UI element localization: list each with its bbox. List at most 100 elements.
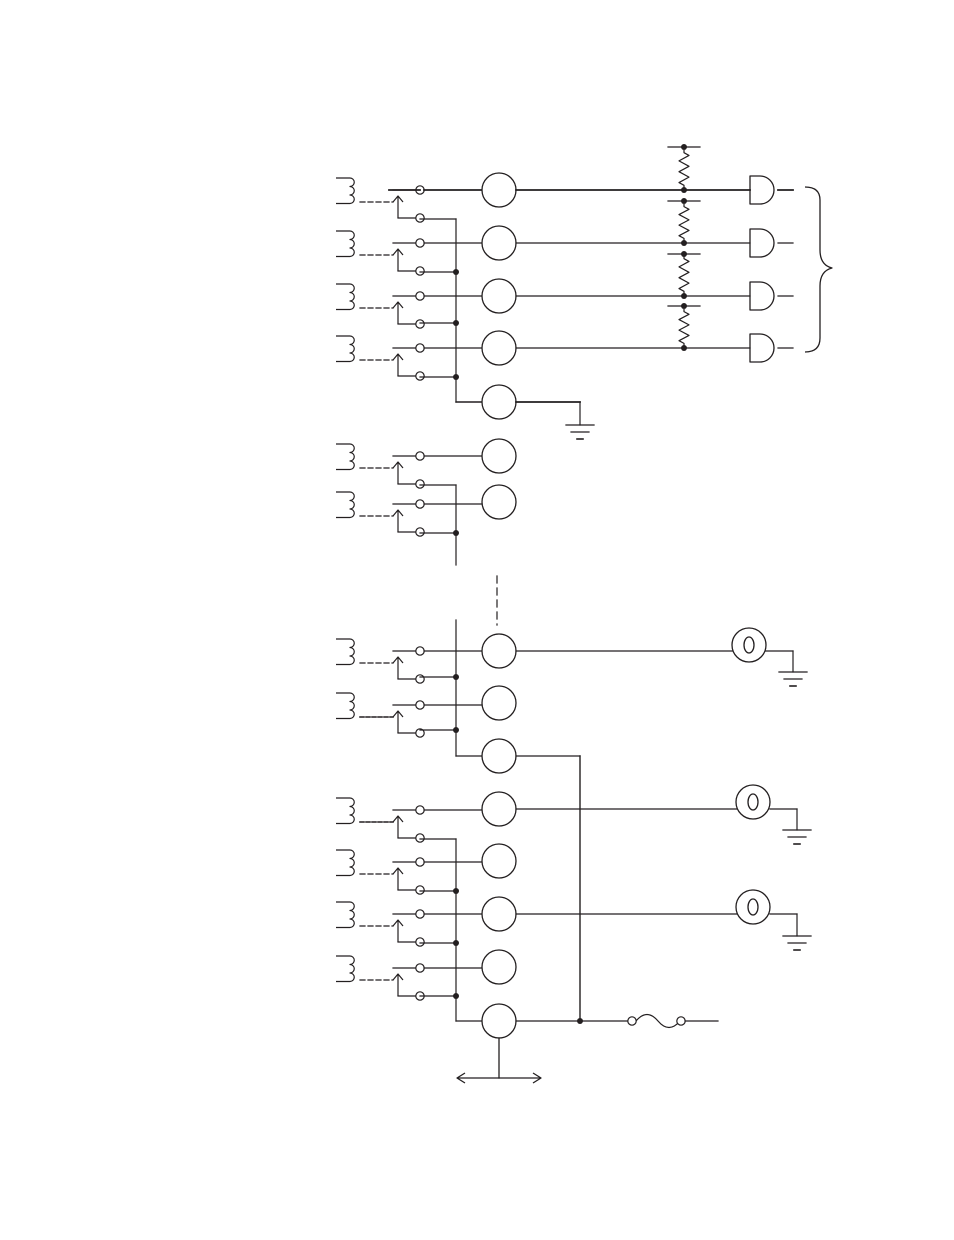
contact-terminal-closed bbox=[416, 214, 424, 222]
contact-terminal-open bbox=[416, 806, 424, 814]
terminal-circle bbox=[482, 634, 516, 668]
terminal-circle bbox=[482, 331, 516, 365]
contact-terminal-closed bbox=[416, 372, 424, 380]
gate-body bbox=[750, 229, 774, 257]
junction-dot bbox=[681, 198, 687, 204]
gate-body bbox=[750, 282, 774, 310]
fuse-symbol bbox=[628, 1015, 718, 1028]
contact-terminal-open bbox=[416, 647, 424, 655]
terminal-circle bbox=[482, 173, 516, 207]
relay-coil bbox=[336, 178, 354, 204]
contact-terminal-closed bbox=[416, 320, 424, 328]
relay-contact bbox=[336, 693, 424, 737]
terminal-circle bbox=[482, 226, 516, 260]
contact-terminal-closed bbox=[416, 267, 424, 275]
relay-coil bbox=[336, 336, 354, 362]
output-brace bbox=[805, 187, 832, 352]
contact-terminal-closed bbox=[416, 528, 424, 536]
terminal-circle bbox=[482, 739, 516, 773]
junction-dot bbox=[453, 269, 459, 275]
relay-contact bbox=[336, 902, 424, 946]
junction-dot bbox=[681, 303, 687, 309]
relay-coil bbox=[336, 284, 354, 310]
junction-dot bbox=[453, 530, 459, 536]
ground-symbol bbox=[783, 936, 811, 950]
relay-contact bbox=[336, 178, 424, 222]
contact-terminal-open bbox=[416, 701, 424, 709]
resistor-zigzag bbox=[679, 150, 689, 188]
terminal-circle bbox=[482, 686, 516, 720]
terminal-circle bbox=[482, 792, 516, 826]
relay-coil bbox=[336, 492, 354, 518]
relay-coil bbox=[336, 231, 354, 257]
contact-terminal-open bbox=[416, 344, 424, 352]
relay-contact bbox=[336, 284, 424, 328]
junction-dot bbox=[681, 187, 687, 193]
junction-dot bbox=[453, 374, 459, 380]
ground-symbol bbox=[566, 425, 594, 439]
lamp-outer bbox=[736, 890, 770, 924]
terminal-circle bbox=[482, 1004, 516, 1038]
relay-coil bbox=[336, 902, 354, 928]
pull-up-resistor bbox=[679, 150, 689, 188]
terminal-circle bbox=[482, 279, 516, 313]
junction-dot bbox=[453, 940, 459, 946]
relay-contact bbox=[336, 231, 424, 275]
junction-dot bbox=[681, 144, 687, 150]
indicator-lamp bbox=[732, 628, 766, 662]
relay-coil bbox=[336, 639, 354, 665]
relay-coil bbox=[336, 444, 354, 470]
relay-contact bbox=[336, 956, 424, 1000]
junction-dot bbox=[453, 320, 459, 326]
terminal-circle bbox=[482, 950, 516, 984]
fuse-element bbox=[636, 1015, 680, 1028]
lamp-outer bbox=[736, 785, 770, 819]
terminal-circle bbox=[482, 439, 516, 473]
line-driver-gate bbox=[750, 229, 774, 257]
indicator-lamp bbox=[736, 890, 770, 924]
contact-terminal-closed bbox=[416, 886, 424, 894]
contact-terminal-open bbox=[416, 964, 424, 972]
contact-terminal-closed bbox=[416, 480, 424, 488]
fuse-terminal-right bbox=[677, 1017, 685, 1025]
lamp-outer bbox=[732, 628, 766, 662]
terminal-circle bbox=[482, 485, 516, 519]
relay-coil bbox=[336, 693, 354, 719]
gate-body bbox=[750, 334, 774, 362]
junction-dot bbox=[453, 674, 459, 680]
terminal-circle bbox=[482, 844, 516, 878]
ground-symbol bbox=[783, 830, 811, 844]
relay-coil bbox=[336, 798, 354, 824]
pull-up-resistor bbox=[679, 256, 689, 294]
contact-terminal-open bbox=[416, 500, 424, 508]
line-driver-gate bbox=[750, 282, 774, 310]
line-driver-gate bbox=[750, 176, 774, 204]
junction-dot bbox=[453, 727, 459, 733]
junction-dot bbox=[681, 293, 687, 299]
contact-terminal-open bbox=[416, 239, 424, 247]
contact-terminal-closed bbox=[416, 938, 424, 946]
contact-terminal-open bbox=[416, 858, 424, 866]
indicator-lamp bbox=[736, 785, 770, 819]
contact-terminal-open bbox=[416, 292, 424, 300]
relay-contact bbox=[336, 444, 424, 488]
relay-contact bbox=[336, 336, 424, 380]
terminal-circle bbox=[482, 897, 516, 931]
junction-dot bbox=[453, 888, 459, 894]
relay-coil bbox=[336, 850, 354, 876]
terminal-circle bbox=[482, 385, 516, 419]
line-driver-gate bbox=[750, 334, 774, 362]
relay-contact bbox=[336, 639, 424, 683]
relay-contact bbox=[336, 798, 424, 842]
contact-terminal-closed bbox=[416, 834, 424, 842]
relay-coil bbox=[336, 956, 354, 982]
relay-contact bbox=[336, 850, 424, 894]
junction-dot bbox=[577, 1018, 583, 1024]
resistor-zigzag bbox=[679, 256, 689, 294]
contact-terminal-closed bbox=[416, 675, 424, 683]
contact-terminal-open bbox=[416, 452, 424, 460]
relay-contact bbox=[336, 492, 424, 536]
fuse-terminal-left bbox=[628, 1017, 636, 1025]
